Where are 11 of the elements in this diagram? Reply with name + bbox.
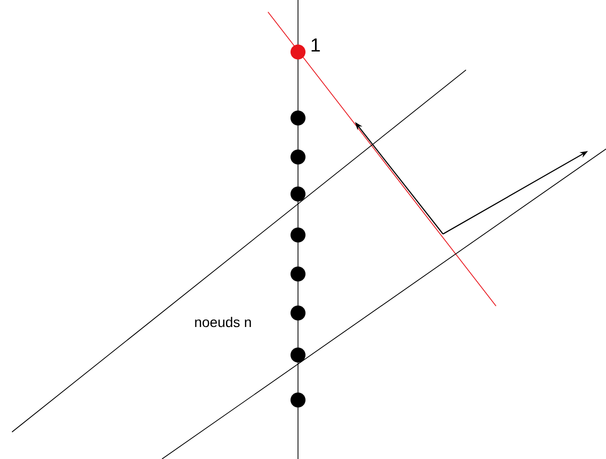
dot — [290, 110, 306, 126]
dot — [290, 228, 306, 242]
dot — [290, 186, 306, 202]
dot — [290, 348, 306, 362]
dot — [290, 306, 306, 320]
dot — [290, 392, 306, 408]
dot — [290, 150, 306, 164]
dot — [290, 44, 306, 60]
text-label: noeuds n — [195, 316, 251, 328]
dot — [290, 266, 306, 282]
node-label: 1 — [312, 38, 320, 52]
